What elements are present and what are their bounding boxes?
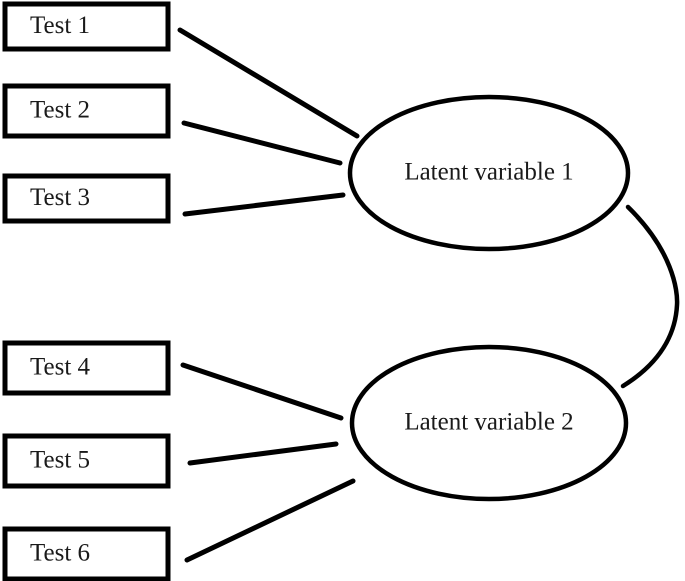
node-test-4[interactable]: Test 4 — [2, 340, 171, 396]
node-test-5[interactable]: Test 5 — [2, 433, 171, 489]
box-test-5[interactable] — [2, 433, 171, 489]
ellipse-latent-1[interactable] — [347, 94, 631, 252]
box-label-test-5: Test 5 — [30, 447, 90, 474]
path-latent-1-to-latent-2 — [620, 204, 680, 389]
node-test-2[interactable]: Test 2 — [2, 83, 171, 139]
node-test-3[interactable]: Test 3 — [2, 173, 171, 224]
path-test-3-to-latent-1 — [182, 192, 346, 217]
box-test-3[interactable] — [2, 173, 171, 224]
box-test-1[interactable] — [2, 1, 171, 52]
box-label-test-2: Test 2 — [30, 97, 90, 124]
box-label-test-1: Test 1 — [30, 12, 90, 39]
path-test-6-to-latent-2 — [184, 478, 356, 563]
ellipse-label-latent-2: Latent variable 2 — [404, 409, 573, 436]
path-test-5-to-latent-2 — [187, 441, 339, 466]
path-test-4-to-latent-2 — [180, 362, 344, 421]
node-latent-2[interactable]: Latent variable 2 — [349, 344, 629, 502]
node-test-1[interactable]: Test 1 — [2, 1, 171, 52]
loading-paths-group — [177, 27, 360, 563]
latent-variable-ellipses-group: Latent variable 1 Latent variable 2 — [347, 94, 631, 502]
node-latent-1[interactable]: Latent variable 1 — [347, 94, 631, 252]
box-test-6[interactable] — [2, 526, 171, 581]
ellipse-label-latent-1: Latent variable 1 — [404, 159, 573, 186]
box-label-test-6: Test 6 — [30, 540, 90, 567]
node-test-6[interactable]: Test 6 — [2, 526, 171, 581]
observed-variable-boxes-group: Test 1 Test 2 Test 3 Test 4 Test 5 Test … — [2, 1, 171, 581]
box-label-test-4: Test 4 — [30, 354, 91, 381]
path-test-2-to-latent-1 — [181, 120, 343, 166]
path-test-1-to-latent-1 — [177, 27, 360, 139]
ellipse-latent-2[interactable] — [349, 344, 629, 502]
box-test-4[interactable] — [2, 340, 171, 396]
box-test-2[interactable] — [2, 83, 171, 139]
box-label-test-3: Test 3 — [30, 184, 90, 211]
